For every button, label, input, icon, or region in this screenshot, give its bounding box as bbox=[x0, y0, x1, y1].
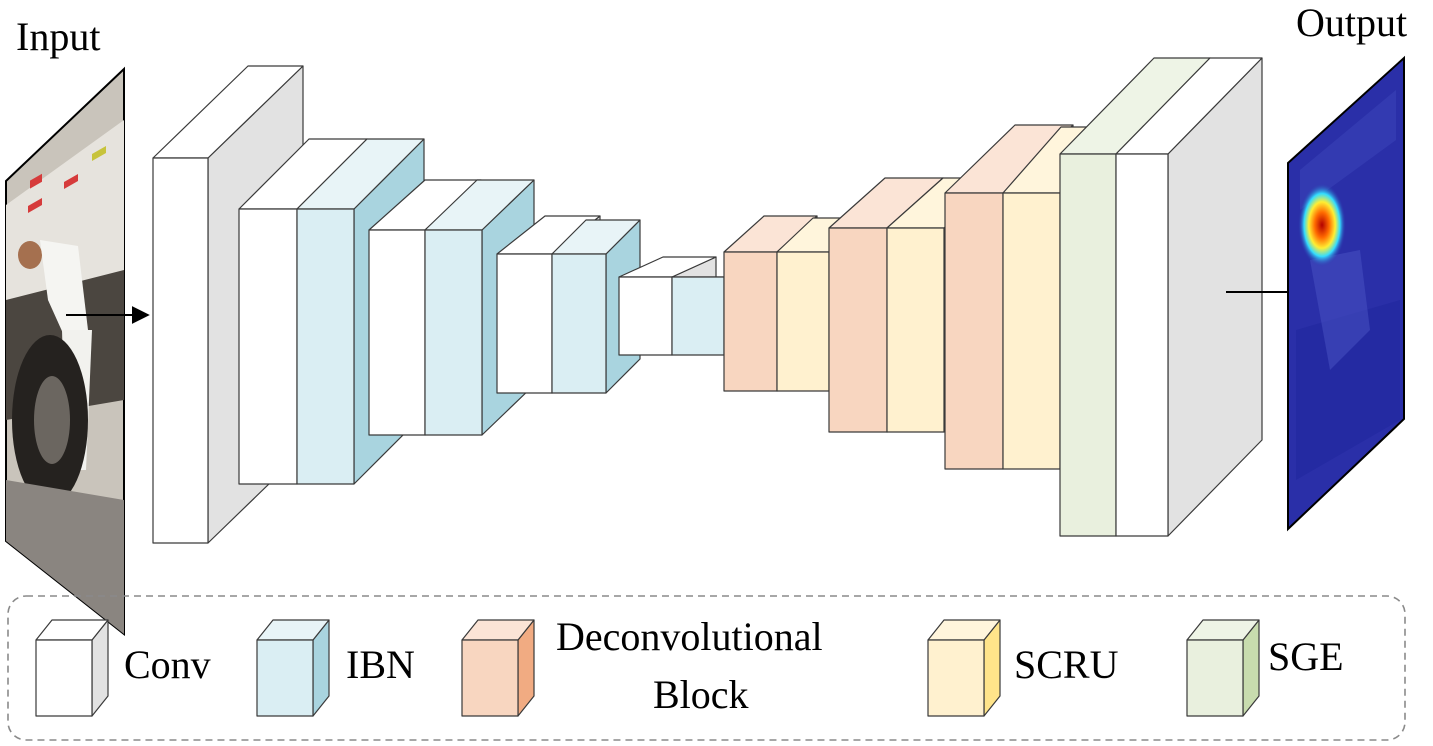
output-label: Output bbox=[1296, 0, 1407, 45]
block-conv-2-front bbox=[238, 208, 298, 485]
legend-swatch-ibn bbox=[256, 619, 330, 717]
block-scru-3-front bbox=[1002, 192, 1061, 470]
legend-item-sge: SGE bbox=[1186, 619, 1344, 717]
block-scru-1-front bbox=[776, 251, 830, 392]
legend-item-ibn: IBN bbox=[256, 619, 415, 717]
input-image bbox=[5, 66, 125, 637]
legend-swatch-conv bbox=[35, 619, 109, 717]
block-sge-front bbox=[1059, 153, 1117, 537]
block-ibn-4-front bbox=[551, 253, 607, 394]
legend-box bbox=[7, 595, 1406, 741]
block-conv-3-front bbox=[368, 229, 426, 436]
legend-item-deconv: Deconvolutional Block bbox=[461, 614, 823, 717]
sw-ibn-cube bbox=[256, 619, 330, 717]
block-ibn-3-front bbox=[424, 229, 483, 436]
block-conv-1-front bbox=[152, 157, 209, 544]
block-conv-out bbox=[1115, 57, 1263, 537]
sw-conv-cube-front bbox=[35, 639, 93, 717]
legend-label-deconv-line2: Block bbox=[653, 672, 749, 717]
sw-conv-cube bbox=[35, 619, 109, 717]
sw-ibn-cube-front bbox=[256, 639, 314, 717]
input-label: Input bbox=[16, 14, 100, 59]
block-deconv-2-front bbox=[828, 227, 888, 433]
legend-label-ibn: IBN bbox=[346, 642, 415, 687]
block-conv-5-front bbox=[618, 276, 673, 356]
block-ibn-5 bbox=[671, 276, 725, 356]
block-deconv-3-front bbox=[944, 192, 1004, 470]
legend-label-deconv-line1: Deconvolutional bbox=[556, 614, 823, 659]
legend-label-conv: Conv bbox=[124, 642, 211, 687]
legend-label-scru: SCRU bbox=[1014, 642, 1119, 687]
block-conv-out-front bbox=[1115, 153, 1169, 537]
sw-deconv-cube bbox=[461, 619, 535, 717]
block-deconv-1-front bbox=[723, 251, 778, 392]
output-heatmap bbox=[1287, 55, 1405, 532]
sw-scru-cube-front bbox=[927, 639, 985, 717]
sw-scru-cube bbox=[927, 619, 1001, 717]
sw-deconv-cube-front bbox=[461, 639, 519, 717]
block-ibn-2-front bbox=[296, 208, 355, 485]
sw-sge-cube-front bbox=[1186, 639, 1244, 717]
legend: Conv IBN Deconvolutional Block SCRU SGE bbox=[35, 614, 1344, 717]
legend-swatch-scru bbox=[927, 619, 1001, 717]
block-scru-2-front bbox=[886, 227, 945, 433]
legend-swatch-deconv bbox=[461, 619, 535, 717]
legend-swatch-sge bbox=[1186, 619, 1260, 717]
legend-item-conv: Conv bbox=[35, 619, 211, 717]
sw-sge-cube bbox=[1186, 619, 1260, 717]
legend-item-scru: SCRU bbox=[927, 619, 1119, 717]
block-conv-4-front bbox=[496, 253, 553, 394]
block-ibn-5-front bbox=[671, 276, 725, 356]
legend-label-sge: SGE bbox=[1268, 634, 1344, 679]
network-blocks bbox=[152, 57, 1263, 544]
